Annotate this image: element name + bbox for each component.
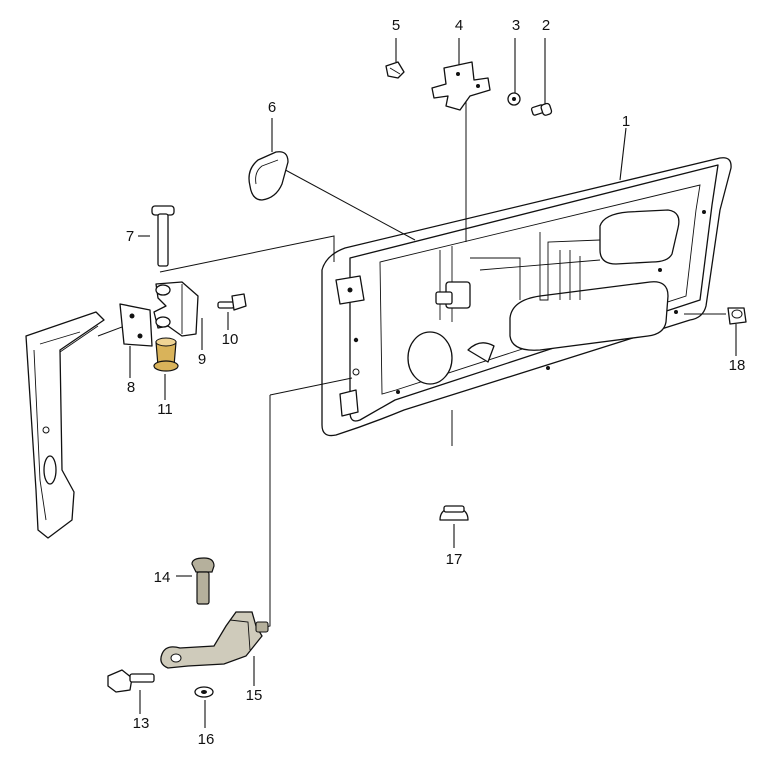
washer-part-16[interactable] xyxy=(194,686,214,698)
callout-3: 3 xyxy=(512,17,520,34)
hinge-pin-part-7[interactable] xyxy=(151,205,175,267)
callout-15: 15 xyxy=(246,687,263,704)
pin-part-14[interactable] xyxy=(191,557,215,605)
callout-10: 10 xyxy=(222,331,239,348)
callout-18: 18 xyxy=(729,357,746,374)
bracket-part-4[interactable] xyxy=(431,61,491,111)
cover-cap-part-6[interactable] xyxy=(248,151,289,201)
bushing-part-11[interactable] xyxy=(153,337,179,372)
callout-13: 13 xyxy=(133,715,150,732)
nut-part-3[interactable] xyxy=(507,92,521,106)
callout-4: 4 xyxy=(455,17,463,34)
hinge-plate-part-8[interactable] xyxy=(119,303,153,347)
callout-2: 2 xyxy=(542,17,550,34)
plug-part-17[interactable] xyxy=(439,505,469,521)
callout-1: 1 xyxy=(622,113,630,130)
callout-labels: 1 2 3 4 5 6 7 8 9 10 11 12 13 14 15 16 1… xyxy=(126,17,746,748)
callout-11: 11 xyxy=(157,401,173,418)
hinge-part-9[interactable] xyxy=(153,281,199,337)
a-pillar-body-section xyxy=(25,311,105,539)
bolt-part-13[interactable] xyxy=(107,669,155,693)
bolt-part-2[interactable] xyxy=(530,102,553,116)
door-check-strap-part-15[interactable] xyxy=(160,611,269,669)
callout-14: 14 xyxy=(154,569,171,586)
callout-5: 5 xyxy=(392,17,400,34)
callout-9: 9 xyxy=(198,351,206,368)
clip-part-5[interactable] xyxy=(385,61,405,79)
nut-part-18[interactable] xyxy=(727,307,747,325)
door-shell[interactable] xyxy=(321,157,732,437)
callout-17: 17 xyxy=(446,551,463,568)
callout-16: 16 xyxy=(198,731,215,748)
callout-7: 7 xyxy=(126,228,134,245)
callout-6: 6 xyxy=(268,99,276,116)
bolt-part-10[interactable] xyxy=(217,293,247,311)
callout-8: 8 xyxy=(127,379,135,396)
